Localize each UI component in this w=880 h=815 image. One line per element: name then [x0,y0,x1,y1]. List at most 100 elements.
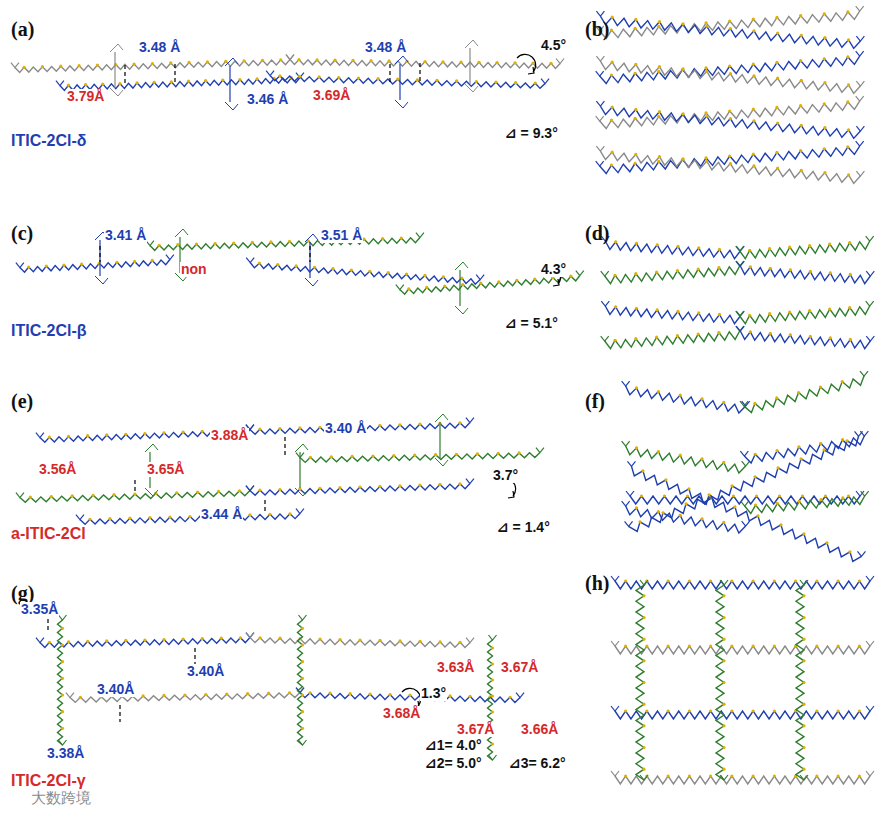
molecule-backbone [605,331,740,349]
molecule-backbone [740,331,870,349]
molecule-backbone [605,306,740,324]
sulfur-atom [748,249,751,252]
sulfur-atom [635,446,638,449]
sulfur-atom [387,271,390,274]
side-chain [305,234,318,242]
sulfur-atom [658,20,661,23]
sulfur-atom [829,336,832,339]
sulfur-atom [124,639,127,642]
sulfur-atom [204,693,207,696]
sulfur-atom [378,424,381,427]
sulfur-atom [657,390,660,393]
molecule-backbone [600,16,860,48]
sulfur-atom [802,746,805,749]
sulfur-atom [182,637,185,640]
sulfur-atom [479,282,482,285]
sulfur-atom [823,57,826,60]
sulfur-atom [802,638,805,641]
sulfur-atom [697,332,700,335]
sulfur-atom [682,22,685,25]
sulfur-atom [80,263,83,266]
sulfur-atom [318,487,321,490]
sulfur-atom [387,59,390,62]
sulfur-atom [802,703,805,706]
sulfur-atom [837,644,840,647]
end-group [246,258,254,263]
sulfur-atom [697,311,700,314]
end-group [246,633,254,638]
sulfur-atom [769,267,772,270]
sulfur-atom [642,594,645,597]
sulfur-atom [837,774,840,777]
side-chain [465,40,478,48]
sulfur-atom [676,269,679,272]
sulfur-atom [398,639,401,642]
end-group [76,515,84,520]
sulfur-atom [778,494,781,497]
sulfur-atom [658,110,661,113]
sulfur-atom [459,60,462,63]
molecule-backbone [626,386,746,413]
sulfur-atom [752,119,755,122]
sulfur-atom [658,155,661,158]
sulfur-atom [634,153,637,156]
side-chain [145,444,158,452]
sulfur-atom [819,442,822,445]
end-group [866,336,874,341]
end-group [36,638,44,643]
sulfur-atom [656,308,659,311]
end-group [466,479,474,484]
sulfur-atom [108,517,111,520]
sulfur-atom [722,616,725,619]
sulfur-atom [151,62,154,65]
sulfur-atom [809,335,812,338]
sulfur-atom [61,643,64,646]
sulfur-atom [822,448,825,451]
sulfur-atom [301,677,304,680]
molecule-backbone [600,151,860,183]
sulfur-atom [610,74,613,77]
sulfur-atom [531,62,534,65]
panel-letter: (e) [10,390,34,412]
end-group [466,418,474,423]
angle-label: 3.7° [492,468,519,483]
sulfur-atom [775,106,778,109]
molecule-backbone [298,620,303,745]
molecule-backbone [15,60,290,73]
sulfur-atom [841,496,844,499]
sulfur-atom [635,307,638,310]
sulfur-atom [48,641,51,644]
sulfur-atom [491,742,494,745]
end-group [59,615,67,620]
sulfur-atom [849,338,852,341]
stacking-distance-line [419,63,420,83]
molecule-backbone [250,484,470,496]
panel-letter: (g) [10,582,35,604]
sulfur-atom [458,421,461,424]
sulfur-atom [288,691,291,694]
side-chain [455,306,468,314]
sulfur-atom [213,242,216,245]
sulfur-atom [722,724,725,727]
sulfur-atom [802,681,805,684]
end-group [720,775,728,780]
side-chain [439,422,440,458]
sulfur-atom [423,274,426,277]
sulfur-atom [611,61,614,64]
sulfur-atom [802,768,805,771]
sulfur-atom [515,279,518,282]
sulfur-atom [388,693,391,696]
sulfur-atom [258,262,261,265]
sulfur-atom [158,244,161,247]
end-group [36,433,44,438]
end-group [861,491,869,496]
sulfur-atom [732,494,735,497]
sulfur-atom [722,594,725,597]
sulfur-atom [858,579,861,582]
sulfur-atom [823,81,826,84]
molecule-backbone [290,60,560,69]
sulfur-atom [722,401,725,404]
sulfur-atom [398,484,401,487]
angle-label: 4.5° [540,38,567,53]
sulfur-atom [753,402,756,405]
